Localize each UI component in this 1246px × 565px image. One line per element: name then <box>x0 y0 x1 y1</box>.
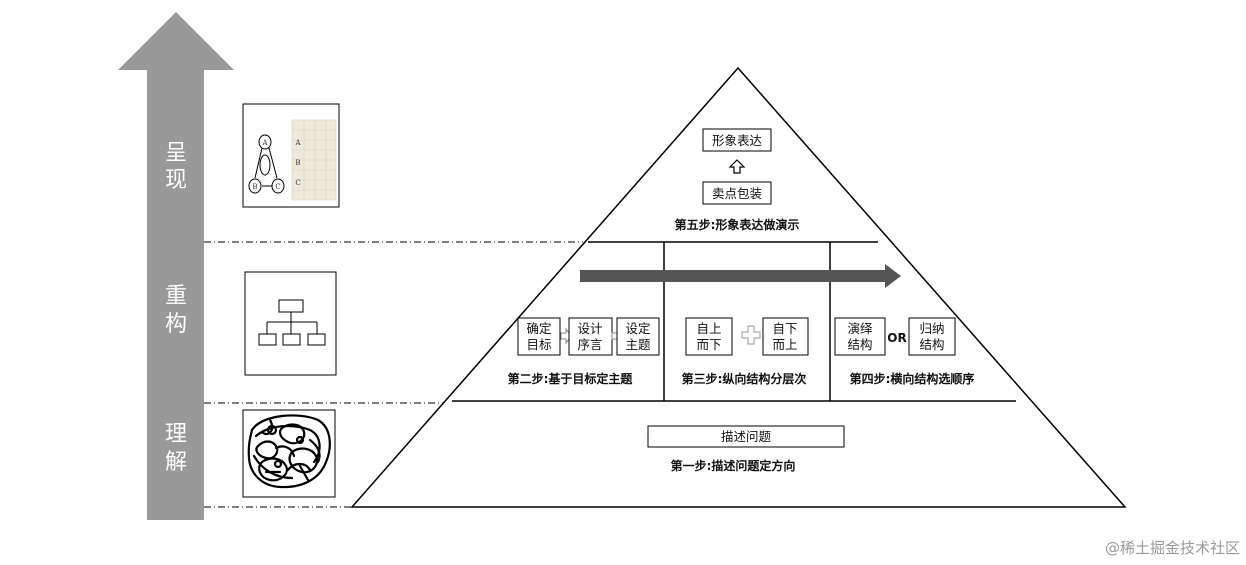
step-one-label: 第一步:描述问题定方向 <box>671 458 796 473</box>
box-design-preface-line2: 序言 <box>577 337 602 352</box>
phase-present-char-2: 现 <box>165 168 187 193</box>
up-arrow-icon <box>728 159 746 174</box>
table-letter-b: B <box>295 159 300 167</box>
graph-node-b: B <box>252 183 257 191</box>
phase-restructure-char-1: 重 <box>165 284 187 309</box>
image-expression-box <box>702 128 772 152</box>
graph-table-icon: A B C A B C <box>242 103 340 208</box>
box-top-down-line2: 而下 <box>696 337 721 352</box>
step-two-label: 第二步:基于目标定主题 <box>508 371 634 386</box>
pyramid-step-three: 自上 而下 自下 而上 第三步:纵向结构分层次 <box>682 317 809 386</box>
phase-understand-char-1: 理 <box>165 422 187 447</box>
pyramid-step-one: 描述问题 第一步:描述问题定方向 <box>647 425 845 473</box>
box-inductive-line2: 结构 <box>919 337 944 352</box>
selling-point-label: 卖点包装 <box>712 186 762 201</box>
box-set-goal <box>517 317 561 356</box>
phase-present-char-1: 呈 <box>165 141 187 166</box>
box-deductive <box>834 317 886 356</box>
box-set-theme-line2: 主题 <box>625 337 651 352</box>
phase-arrow-shape <box>118 12 234 520</box>
box-top-down <box>685 317 733 356</box>
pyramid-step-four: 演绎 结构 OR 归纳 结构 第四步:横向结构选顺序 <box>834 317 975 386</box>
pyramid-outline <box>350 66 1127 508</box>
pyramid-step-two: 确定 目标 设计 序言 设定 主题 第二步:基于目标定主题 <box>508 317 660 386</box>
step-four-label: 第四步:横向结构选顺序 <box>850 371 975 386</box>
box-set-goal-line2: 目标 <box>526 337 551 352</box>
node-graph-icon <box>248 134 285 194</box>
org-chart-child-box-2 <box>282 333 301 346</box>
scribble-icon <box>242 409 336 498</box>
pyramid-top-tier: 形象表达 卖点包装 第五步:形象表达做演示 <box>675 128 800 232</box>
pyramid <box>350 66 1127 508</box>
box-deductive-line2: 结构 <box>847 337 872 352</box>
box-bottom-up-line1: 自下 <box>772 321 797 336</box>
org-chart-child-box-3 <box>307 333 326 346</box>
or-connector: OR <box>887 331 906 345</box>
org-chart-child-box-1 <box>258 333 277 346</box>
plus-icon <box>741 325 761 345</box>
progress-arrow <box>580 264 901 288</box>
graph-node-a: A <box>261 139 268 147</box>
table-letter-a: A <box>294 139 301 147</box>
box-set-goal-line1: 确定 <box>526 321 551 336</box>
box-design-preface <box>568 317 613 356</box>
describe-problem-label: 描述问题 <box>721 429 772 444</box>
progress-arrow-shape <box>580 264 901 288</box>
selling-point-box <box>702 181 772 205</box>
phase-understand-char-2: 解 <box>165 450 187 475</box>
step-five-label: 第五步:形象表达做演示 <box>675 217 800 232</box>
phase-separators <box>204 241 583 508</box>
watermark-text: @稀土掘金技术社区 <box>1105 539 1240 557</box>
phase-arrow: 呈 现 重 构 理 解 <box>118 12 234 520</box>
table-letter-c: C <box>295 179 300 187</box>
box-inductive <box>908 317 956 356</box>
org-chart-icon <box>244 271 337 376</box>
box-set-theme <box>616 317 660 356</box>
org-chart-root-box <box>278 299 304 313</box>
table-grid-icon <box>291 119 337 201</box>
describe-problem-box <box>647 425 845 448</box>
box-top-down-line1: 自上 <box>696 321 721 336</box>
box-bottom-up-line2: 而上 <box>772 337 797 352</box>
step-three-label: 第三步:纵向结构分层次 <box>682 371 807 386</box>
box-bottom-up <box>762 317 809 356</box>
image-expression-label: 形象表达 <box>712 133 763 148</box>
phase-restructure-char-2: 构 <box>165 312 187 337</box>
graph-node-c: C <box>275 183 280 191</box>
box-deductive-line1: 演绎 <box>847 321 873 336</box>
box-set-theme-line1: 设定 <box>625 321 650 336</box>
box-design-preface-line1: 设计 <box>577 321 602 336</box>
box-inductive-line1: 归纳 <box>919 321 944 336</box>
